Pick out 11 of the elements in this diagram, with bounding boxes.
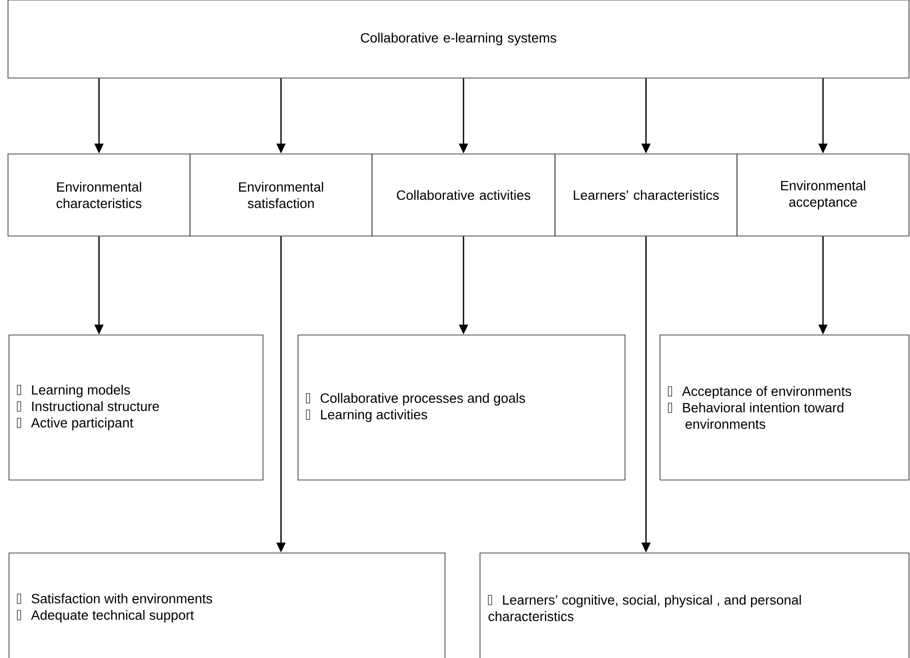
category-box: Environmental satisfaction	[190, 154, 372, 236]
detail-box: Learning models Instructional structure Active participant	[8, 334, 264, 480]
category-box: Learners’ characteristics	[554, 154, 738, 236]
detail-box: Acceptance of environments Behavioral intention toward environments	[660, 334, 910, 480]
detail-box: Satisfaction with environments Adequate technical support	[8, 552, 446, 658]
category-box: Environmental characteristics	[8, 154, 190, 236]
category-box: Environmental acceptance	[736, 154, 910, 236]
detail-box: Learners’ cognitive, social, physical , and personal characteristics	[480, 552, 910, 658]
detail-box: Collaborative processes and goals Learning activities	[298, 334, 626, 480]
title-box: Collaborative e-learning systems	[8, 0, 910, 78]
category-box: Collaborative activities	[372, 154, 556, 236]
